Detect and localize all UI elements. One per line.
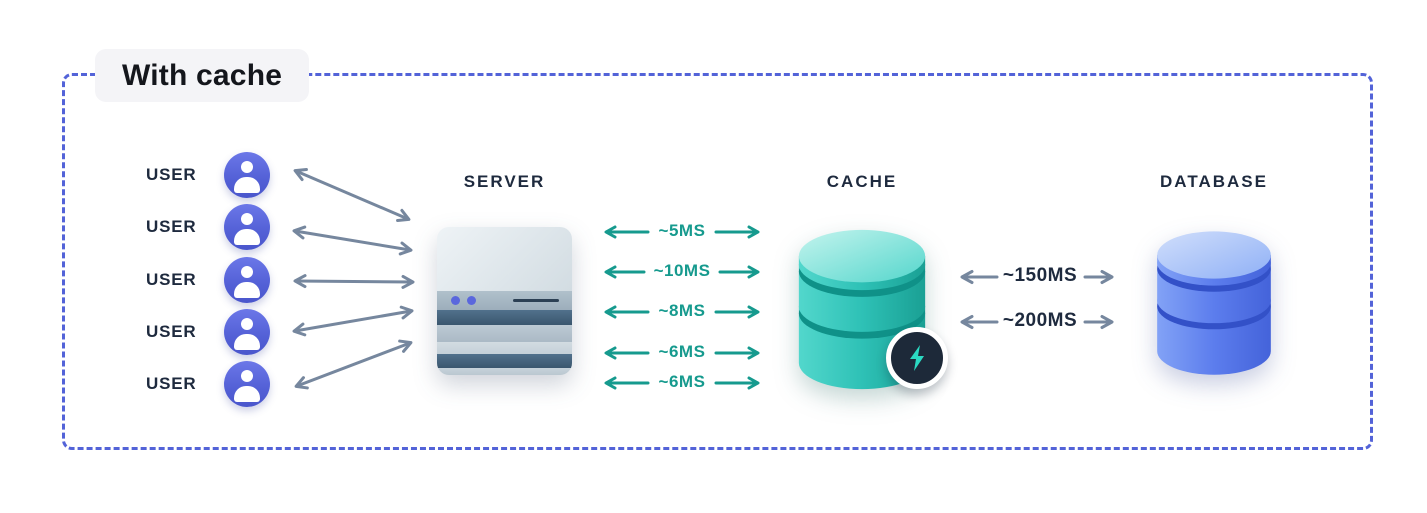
avatar-head [241, 318, 253, 330]
avatar-head [241, 161, 253, 173]
latency-label: ~8MS [658, 301, 706, 320]
server-band [437, 342, 572, 354]
dashed-frame [62, 73, 1373, 450]
server-band [437, 310, 572, 325]
user-avatar-icon [224, 361, 270, 407]
server-band [437, 325, 572, 342]
user-row: USER [146, 257, 270, 303]
diagram-title-box: With cache [95, 49, 310, 102]
server-slot-icon [513, 299, 559, 302]
server-band [437, 354, 572, 368]
avatar-torso [234, 386, 260, 402]
database-icon [1157, 231, 1271, 375]
lightning-bolt-icon [910, 345, 924, 371]
server-band [437, 368, 572, 375]
cache-badge [886, 327, 948, 389]
user-row: USER [146, 361, 270, 407]
user-avatar-icon [224, 309, 270, 355]
avatar-head [241, 213, 253, 225]
latency-label: ~10MS [653, 261, 711, 280]
server-led-icon [451, 296, 460, 305]
server-icon [437, 227, 572, 375]
server-label: SERVER [463, 172, 546, 191]
avatar-torso [234, 229, 260, 245]
avatar-head [241, 370, 253, 382]
user-label: USER [146, 217, 197, 236]
latency-label: ~6MS [658, 342, 706, 361]
user-row: USER [146, 152, 270, 198]
server-led-row [437, 291, 572, 310]
latency-label: ~6MS [658, 372, 706, 391]
latency-label: ~150MS [1002, 265, 1078, 286]
user-label: USER [146, 322, 197, 341]
avatar-torso [234, 334, 260, 350]
diagram-title: With cache [122, 58, 283, 92]
user-row: USER [146, 309, 270, 355]
latency-label: ~200MS [1002, 310, 1078, 331]
avatar-torso [234, 177, 260, 193]
server-top-panel [437, 227, 572, 291]
avatar-torso [234, 282, 260, 298]
user-label: USER [146, 165, 197, 184]
server-led-icon [467, 296, 476, 305]
latency-label: ~5MS [658, 221, 706, 240]
user-label: USER [146, 374, 197, 393]
avatar-head [241, 266, 253, 278]
user-row: USER [146, 204, 270, 250]
user-avatar-icon [224, 257, 270, 303]
user-label: USER [146, 270, 197, 289]
user-avatar-icon [224, 204, 270, 250]
user-avatar-icon [224, 152, 270, 198]
database-label: DATABASE [1160, 172, 1268, 191]
cache-label: CACHE [826, 172, 898, 191]
